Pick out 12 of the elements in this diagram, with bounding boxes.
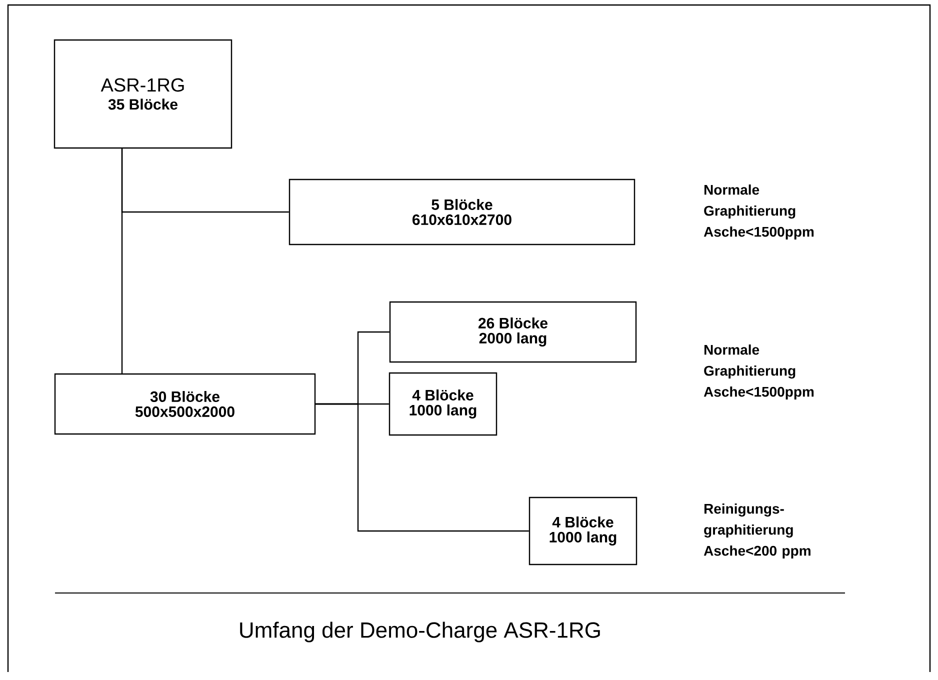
block-box: 4 Blöcke 1000 lang: [388, 372, 498, 436]
caption: Umfang der Demo-Charge ASR-1RG: [240, 622, 600, 642]
block-box: 4 Blöcke 1000 lang: [528, 496, 638, 566]
block-box: 26 Blöcke 2000 lang: [389, 301, 637, 363]
connector-line: [121, 148, 123, 374]
block-box: ASR-1RG 35 Blöcke: [54, 39, 232, 149]
note-text: Normale Graphitierung Asche<1500ppm: [704, 344, 814, 400]
note-text: Reinigungs- graphitierung Asche<200 ppm: [704, 503, 810, 559]
block-box: 30 Blöcke 500x500x2000: [54, 373, 316, 435]
note-text: Normale Graphitierung Asche<1500ppm: [704, 184, 814, 240]
block-box: 5 Blöcke 610x610x2700: [288, 178, 636, 246]
connector-line: [316, 403, 529, 532]
